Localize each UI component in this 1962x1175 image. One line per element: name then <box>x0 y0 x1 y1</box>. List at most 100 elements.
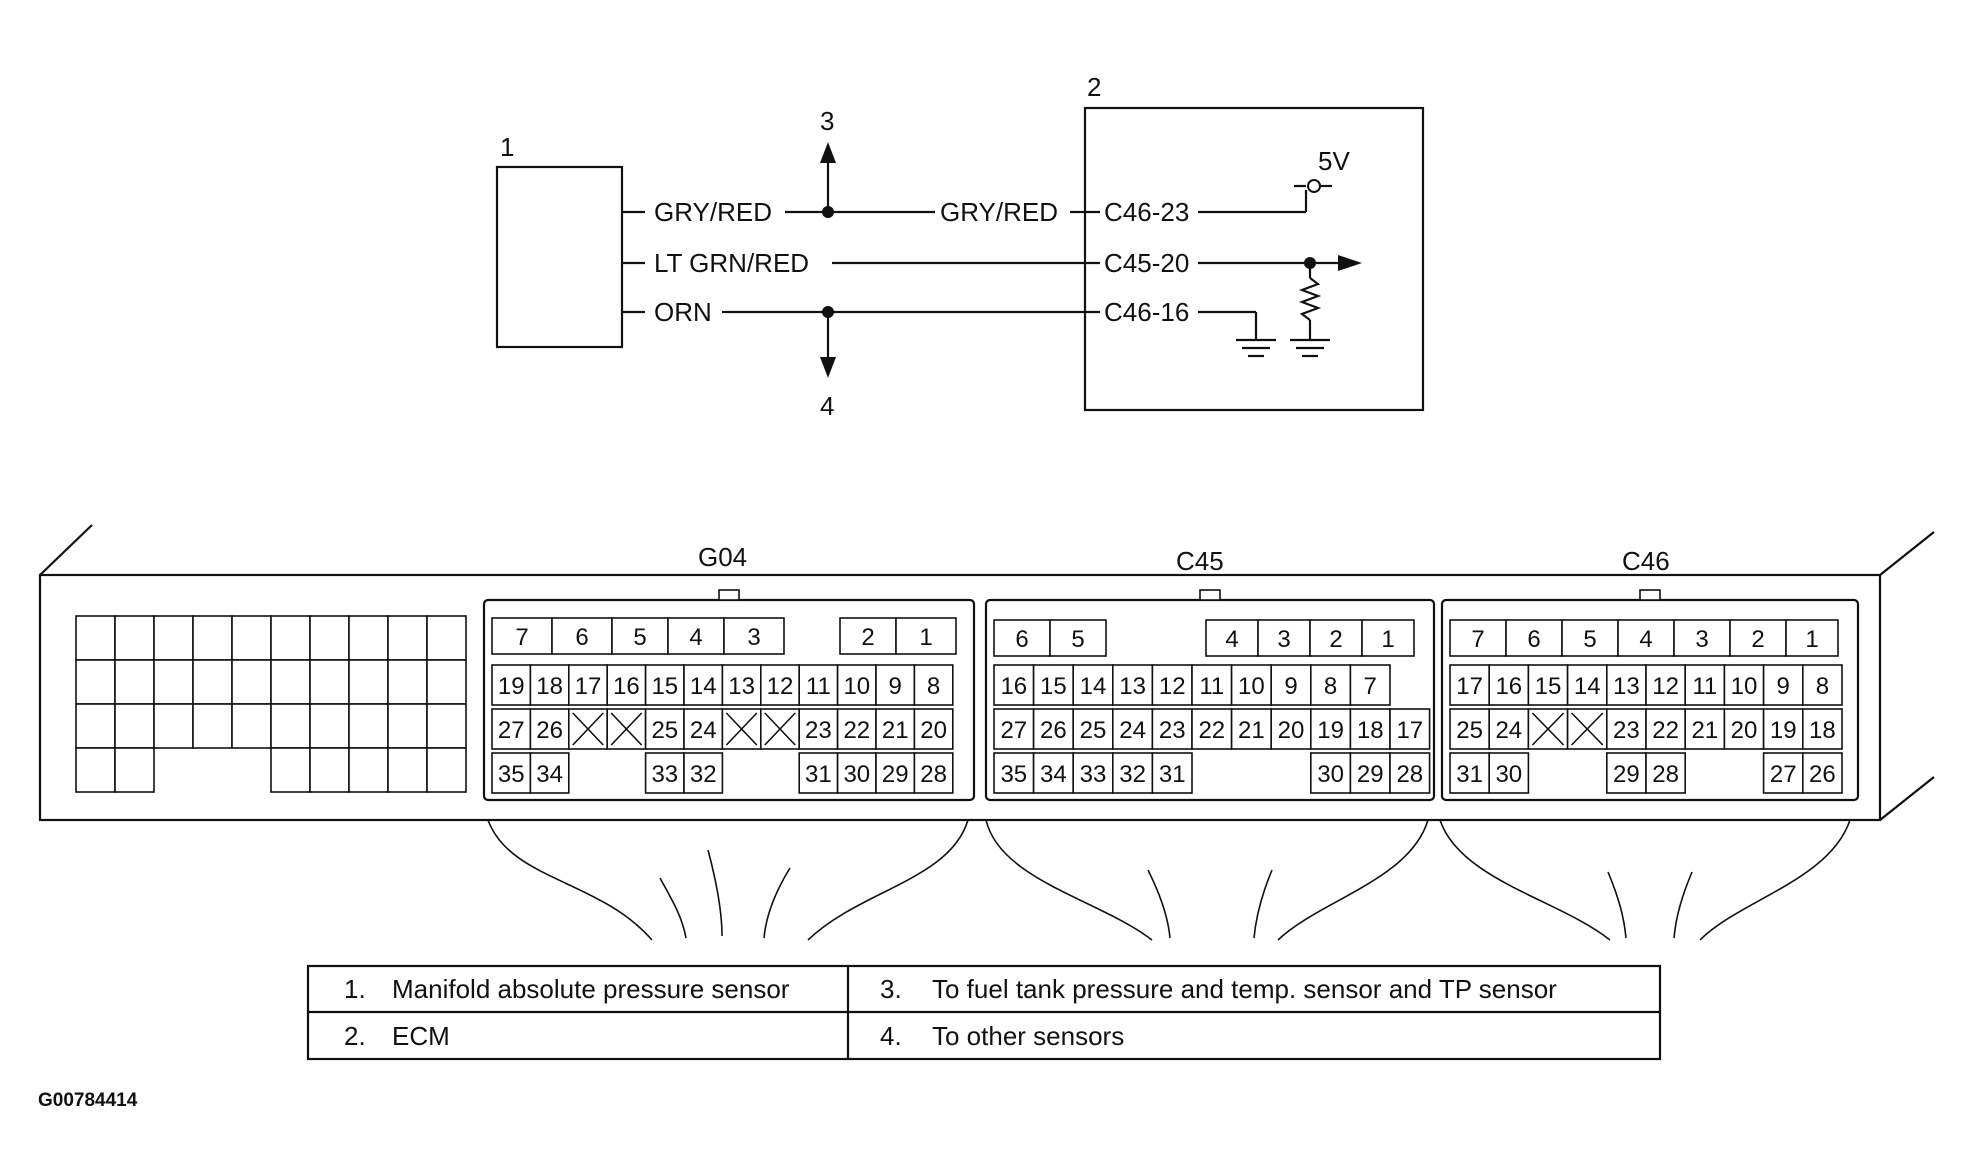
blank-terminal-cell <box>387 615 428 661</box>
pin-cell <box>1488 708 1530 750</box>
pin-number: 29 <box>1613 761 1640 788</box>
pin-number: 13 <box>728 673 755 700</box>
pin-number: 14 <box>1080 673 1107 700</box>
pin-cell <box>723 617 785 655</box>
legend-item-2: ECM <box>392 1021 450 1051</box>
pin-number: 29 <box>1357 761 1384 788</box>
callout-4: 4 <box>820 391 834 421</box>
pin-number: 25 <box>1080 717 1107 744</box>
blank-terminal-cell <box>153 615 194 661</box>
pin-cell <box>875 664 916 706</box>
pin-number: 8 <box>927 673 940 700</box>
pin-cell <box>1488 664 1530 706</box>
blank-terminal-cell <box>426 659 467 705</box>
pin-number: 20 <box>1731 717 1758 744</box>
pin-cell <box>1762 708 1804 750</box>
wire-label-orn: ORN <box>654 297 712 327</box>
wire-label-gry-red-ecm: GRY/RED <box>940 197 1058 227</box>
unused-pin-cross <box>1571 712 1604 746</box>
pin-cell <box>798 752 839 794</box>
blank-terminal-cell <box>309 659 350 705</box>
pin-number: 5 <box>1583 626 1596 653</box>
terminal-c46-23: C46-23 <box>1104 197 1189 227</box>
pin-number: 15 <box>1535 673 1562 700</box>
pin-number: 4 <box>1225 626 1238 653</box>
legend-number: 1. <box>344 974 366 1004</box>
pin-number: 31 <box>1159 761 1186 788</box>
pin-cell <box>895 617 957 655</box>
pin-cell <box>1561 619 1619 657</box>
pin-number: 14 <box>690 673 717 700</box>
pin-number: 2 <box>861 624 874 651</box>
blank-terminal-cell <box>348 615 389 661</box>
pin-cell <box>1361 619 1415 657</box>
pin-cell <box>1802 752 1843 794</box>
blank-terminal-cell <box>309 703 350 749</box>
pin-number: 12 <box>1159 673 1186 700</box>
pin-cell <box>1151 664 1193 706</box>
pin-cell <box>683 752 724 794</box>
blank-terminal-cell <box>114 747 155 793</box>
pin-number: 19 <box>498 673 525 700</box>
pin-cell <box>1645 752 1687 794</box>
callout-2: 2 <box>1087 72 1101 102</box>
pin-cell <box>606 664 647 706</box>
pin-cell <box>1723 708 1765 750</box>
pin-cell <box>1230 664 1272 706</box>
pin-cell <box>491 664 532 706</box>
pin-number: 32 <box>690 761 717 788</box>
pin-number: 20 <box>1278 717 1305 744</box>
pin-number: 26 <box>536 717 563 744</box>
connector-key <box>718 589 740 601</box>
blank-terminal-cell <box>192 615 233 661</box>
pin-number: 25 <box>1456 717 1483 744</box>
legend-number: 2. <box>344 1021 366 1051</box>
pin-number: 15 <box>651 673 678 700</box>
blank-terminal-cell <box>75 703 116 749</box>
pin-cell <box>683 708 724 750</box>
legend-number: 3. <box>880 974 902 1004</box>
pin-number: 20 <box>920 717 947 744</box>
blank-terminal-cell <box>231 703 272 749</box>
pin-cell <box>1785 619 1839 657</box>
pin-number: 11 <box>1692 673 1717 700</box>
pin-number: 5 <box>1071 626 1084 653</box>
pin-cell <box>1230 708 1272 750</box>
pin-number: 30 <box>1495 761 1522 788</box>
pin-number: 4 <box>1639 626 1652 653</box>
pin-number: 13 <box>1613 673 1640 700</box>
pin-cell <box>1673 619 1731 657</box>
blank-terminal-cell <box>348 747 389 793</box>
terminal-c45-20: C45-20 <box>1104 248 1189 278</box>
pin-number: 33 <box>651 761 678 788</box>
unused-pin-cross <box>725 712 758 746</box>
pin-cell <box>1645 708 1687 750</box>
pin-cell <box>913 752 954 794</box>
pin-number: 3 <box>1695 626 1708 653</box>
pin-cell <box>1606 752 1647 794</box>
blank-terminal-cell <box>387 747 428 793</box>
pin-number: 32 <box>1119 761 1146 788</box>
pin-cell <box>1257 619 1311 657</box>
pin-number: 3 <box>1277 626 1290 653</box>
pin-number: 18 <box>536 673 563 700</box>
pin-cell <box>491 752 532 794</box>
pin-number: 34 <box>536 761 563 788</box>
wire-label-gry-red: GRY/RED <box>654 197 772 227</box>
connector-label: C46 <box>1622 546 1670 576</box>
blank-terminal-cell <box>309 615 350 661</box>
pin-number: 22 <box>843 717 870 744</box>
legend-table: 1. Manifold absolute pressure sensor 2. … <box>306 964 1662 1061</box>
pin-number: 31 <box>1456 761 1483 788</box>
pin-number: 2 <box>1751 626 1764 653</box>
pin-number: 27 <box>498 717 525 744</box>
pin-number: 5 <box>633 624 646 651</box>
pin-cell <box>1449 664 1491 706</box>
pin-number: 21 <box>1691 717 1718 744</box>
arrow-right-icon <box>1338 255 1362 271</box>
pin-number: 15 <box>1040 673 1067 700</box>
pin-number: 24 <box>690 717 717 744</box>
